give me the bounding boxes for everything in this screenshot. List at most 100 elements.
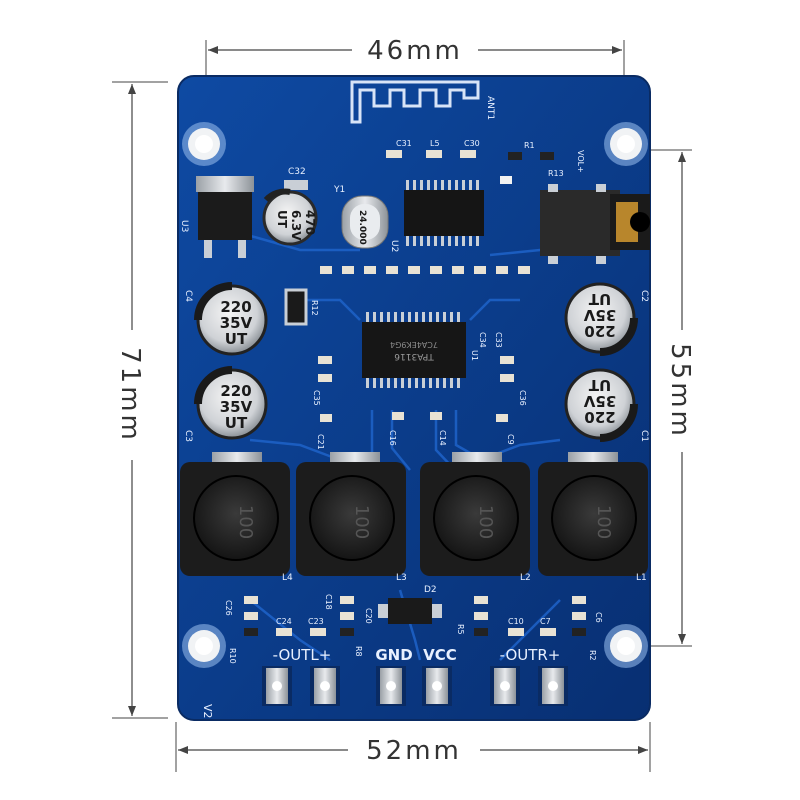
terminal-pads xyxy=(262,666,568,706)
inductor-l4-value: 100 xyxy=(235,505,256,539)
dimension-right: 55mm xyxy=(632,149,695,647)
designator-c30: C30 xyxy=(464,139,480,148)
small-cap-line-1: 470 xyxy=(303,210,317,235)
antenna-label: ANT1 xyxy=(485,96,495,120)
inductor-l3: 100 L3 xyxy=(296,452,407,583)
capacitor-c4: 220 35V UT C4 xyxy=(183,282,268,356)
cap-c2-line-1: 220 xyxy=(584,322,615,340)
designator-c6: C6 xyxy=(594,612,603,623)
designator-y1: Y1 xyxy=(333,185,345,195)
voltage-regulator: U3 xyxy=(179,176,254,258)
dimension-top-label: 46mm xyxy=(367,36,463,66)
designator-c32: C32 xyxy=(288,167,306,177)
inductor-l1: 100 L1 xyxy=(538,452,648,583)
mounting-hole-top-left xyxy=(182,122,226,166)
designator-r8: R8 xyxy=(354,646,363,657)
cap-c1-line-2: 35V xyxy=(583,392,616,410)
designator-c24: C24 xyxy=(276,617,292,626)
cap-c3-line-1: 220 xyxy=(220,382,251,400)
label-outr: -OUTR+ xyxy=(500,646,561,664)
dimension-left: 71mm xyxy=(112,81,168,719)
designator-c33: C33 xyxy=(494,332,503,348)
designator-l2: L2 xyxy=(520,573,531,583)
cap-c2-line-2: 35V xyxy=(583,306,616,324)
designator-c1: C1 xyxy=(639,430,649,442)
mounting-hole-bottom-left xyxy=(182,624,226,668)
designator-c34: C34 xyxy=(478,332,487,348)
amplifier-chip-code: 7CA4EK9G4 xyxy=(390,340,438,349)
capacitor-c1: 220 35V UT C1 xyxy=(564,368,649,442)
designator-r5: R5 xyxy=(456,624,465,635)
dimension-right-label: 55mm xyxy=(665,343,695,439)
dimension-bottom-label: 52mm xyxy=(366,736,462,766)
designator-c10: C10 xyxy=(508,617,524,626)
designator-r2: R2 xyxy=(588,650,597,661)
designator-c7: C7 xyxy=(540,617,551,626)
designator-c20: C20 xyxy=(364,608,373,624)
designator-u2: U2 xyxy=(389,240,399,252)
inductor-l3-value: 100 xyxy=(351,505,372,539)
designator-c21: C21 xyxy=(316,434,325,450)
cap-c1-line-3: UT xyxy=(588,376,611,394)
label-gnd: GND xyxy=(375,646,412,664)
inductor-l2: 100 L2 xyxy=(420,452,531,583)
cap-c3-line-3: UT xyxy=(225,414,248,432)
small-capacitor: 470 6.3V UT C32 xyxy=(262,167,318,246)
dimension-left-label: 71mm xyxy=(115,347,145,443)
inductor-l2-value: 100 xyxy=(475,505,496,539)
top-smd-row: C31 L5 C30 R1 R13 VOL+ xyxy=(386,139,585,184)
pcb-board: ANT1 U3 470 6.3V UT C32 24.000 Y1 xyxy=(177,75,651,721)
designator-c31: C31 xyxy=(396,139,412,148)
diode-d2: D2 xyxy=(378,585,442,624)
inductor-l1-value: 100 xyxy=(593,505,614,539)
designator-c35: C35 xyxy=(312,390,321,406)
smd-row-middle xyxy=(320,266,530,274)
mounting-hole-bottom-right xyxy=(604,624,648,668)
designator-c26: C26 xyxy=(224,600,233,616)
designator-c2: C2 xyxy=(639,290,649,302)
label-outl: -OUTL+ xyxy=(273,646,332,664)
designator-c36: C36 xyxy=(518,390,527,406)
amplifier-chip: TPA3116 7CA4EK9G4 U1 xyxy=(362,312,479,388)
vol-label: VOL+ xyxy=(576,150,585,173)
dimension-top: 46mm xyxy=(205,36,625,90)
cap-c2-line-3: UT xyxy=(588,290,611,308)
pcb-antenna: ANT1 xyxy=(350,80,495,124)
designator-l5: L5 xyxy=(430,139,440,148)
designator-r10: R10 xyxy=(228,648,237,664)
crystal-oscillator: 24.000 Y1 xyxy=(333,185,389,249)
crystal-label: 24.000 xyxy=(357,210,367,245)
designator-c4: C4 xyxy=(183,290,193,302)
designator-c3: C3 xyxy=(183,430,193,442)
designator-c18: C18 xyxy=(324,594,333,610)
cap-c3-line-2: 35V xyxy=(220,398,253,416)
dimension-bottom: 52mm xyxy=(175,722,651,772)
designator-d2: D2 xyxy=(424,585,437,595)
designator-l4: L4 xyxy=(282,573,293,583)
mounting-hole-top-right xyxy=(604,122,648,166)
capacitor-c2: 220 35V UT C2 xyxy=(564,282,649,356)
label-vcc: VCC xyxy=(423,646,457,664)
designator-u3: U3 xyxy=(179,220,189,232)
smd-bottom: C26 R10 C24 C23 C18 R8 C20 R5 C10 C7 C6 … xyxy=(224,594,603,664)
designator-c23: C23 xyxy=(308,617,324,626)
bluetooth-chip: U2 xyxy=(389,180,484,252)
capacitor-c3: 220 35V UT C3 xyxy=(183,366,268,442)
small-cap-line-3: UT xyxy=(275,210,289,229)
version-label: V2 xyxy=(201,704,214,719)
designator-l1: L1 xyxy=(636,573,647,583)
cap-c4-line-1: 220 xyxy=(220,298,251,316)
designator-c16: C16 xyxy=(388,430,397,446)
smd-mid-caps: C35 C36 C21 C16 C14 C9 C34 C33 xyxy=(312,332,527,450)
inductor-l4: 100 L4 xyxy=(180,452,293,583)
cap-c4-line-2: 35V xyxy=(220,314,253,332)
designator-r12: R12 xyxy=(310,300,319,316)
designator-c14: C14 xyxy=(438,430,447,446)
designator-r13: R13 xyxy=(548,169,564,178)
audio-jack xyxy=(540,184,650,264)
designator-l3: L3 xyxy=(396,573,407,583)
amplifier-chip-label: TPA3116 xyxy=(394,351,435,361)
designator-r1: R1 xyxy=(524,141,535,150)
resistor-r12: R12 xyxy=(284,288,319,326)
small-cap-line-2: 6.3V xyxy=(289,210,303,241)
